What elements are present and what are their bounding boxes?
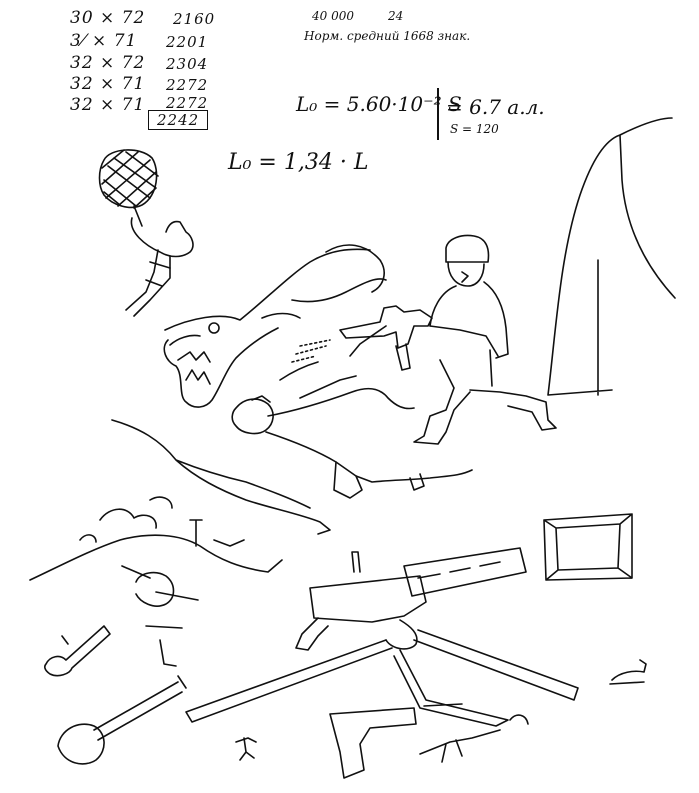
formula-right: = 6.7 а.л. bbox=[446, 95, 545, 119]
top-right-number-a: 40 000 bbox=[312, 9, 354, 23]
top-right-number-b: 24 bbox=[388, 9, 404, 23]
calc-product-1: 30 × 72 bbox=[70, 8, 146, 28]
crocodile-creature bbox=[164, 245, 386, 407]
fallen-man bbox=[232, 362, 472, 498]
hand-with-racket bbox=[100, 150, 193, 316]
tiny-figure bbox=[236, 738, 256, 760]
pistol bbox=[330, 704, 462, 778]
landscape-scene bbox=[30, 497, 282, 606]
boxed-result: 2242 bbox=[148, 110, 209, 130]
cross-sketch bbox=[146, 626, 182, 666]
scribble-lines bbox=[292, 340, 330, 362]
formula-ratio: L₀ = 1,34 · L bbox=[228, 150, 369, 175]
calc-result-5: 2272 bbox=[166, 94, 209, 112]
formula-left: L₀ = 5.60·10⁻² S bbox=[296, 92, 462, 116]
tiny-tank bbox=[610, 660, 646, 684]
formula-s: S = 120 bbox=[450, 122, 499, 136]
soldier-figure bbox=[340, 236, 556, 445]
machine-gun bbox=[186, 548, 578, 726]
tiny-gunner bbox=[420, 715, 528, 762]
calc-result-1: 2160 bbox=[173, 10, 216, 28]
comet-object bbox=[58, 676, 186, 764]
calc-product-4: 32 × 71 bbox=[70, 74, 146, 94]
calc-result-2: 2201 bbox=[166, 33, 209, 51]
calc-result-3: 2304 bbox=[166, 55, 209, 73]
top-right-note: Норм. средний 1668 знак. bbox=[304, 29, 471, 43]
submachine-gun bbox=[340, 306, 432, 370]
formula-divider bbox=[437, 88, 439, 140]
calc-product-2: 3⁄ × 71 bbox=[70, 31, 138, 51]
calc-product-5: 32 × 71 bbox=[70, 95, 146, 115]
log-object bbox=[45, 626, 110, 676]
arch-outline bbox=[548, 118, 675, 395]
doorway-box bbox=[544, 514, 632, 580]
cannon bbox=[122, 566, 198, 606]
calc-result-4: 2272 bbox=[166, 76, 209, 94]
ground-ribbon bbox=[112, 420, 330, 534]
calc-product-3: 32 × 72 bbox=[70, 53, 146, 73]
